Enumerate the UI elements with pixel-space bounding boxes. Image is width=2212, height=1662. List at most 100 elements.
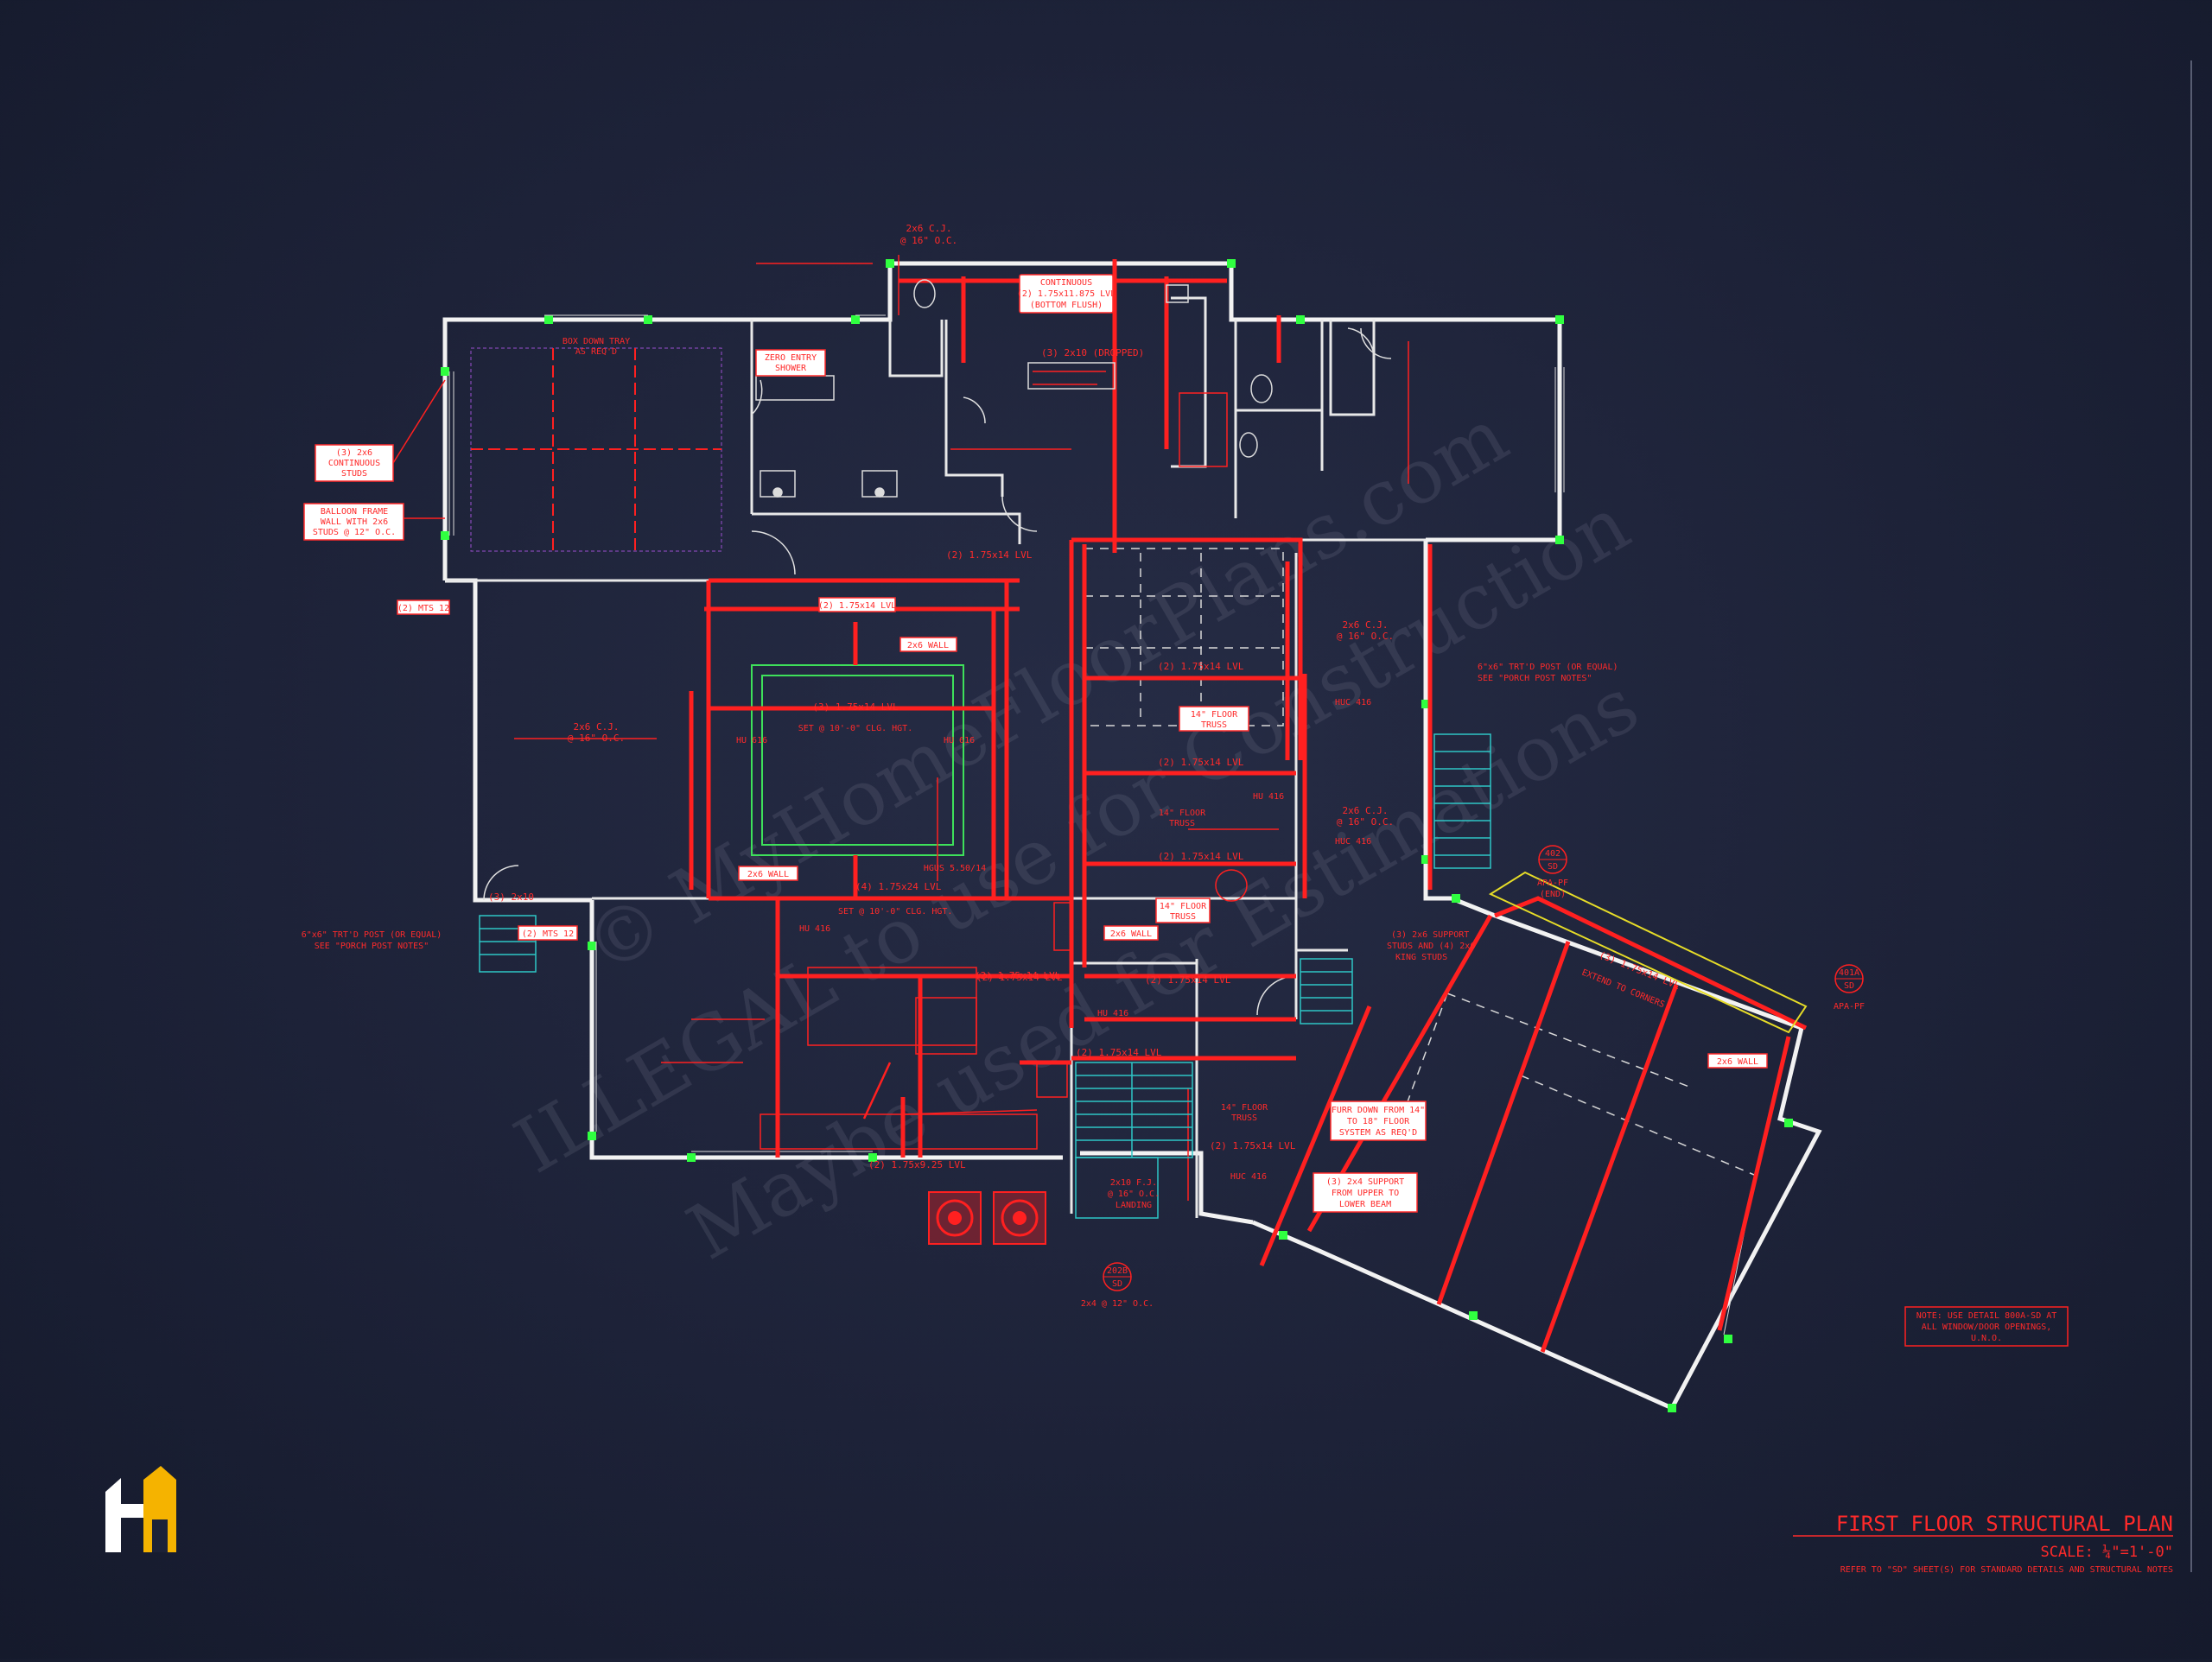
box-tray-label-1: BOX DOWN TRAY xyxy=(563,337,630,346)
bottom-lvl: (2) 1.75x9.25 LVL xyxy=(868,1159,966,1170)
zero-shower-1: ZERO ENTRY xyxy=(765,353,817,363)
hu416-a: HU 416 xyxy=(799,924,830,934)
house-logo-icon xyxy=(105,1466,176,1552)
fj-3: LANDING xyxy=(1116,1201,1152,1210)
huc416-b: HUC 416 xyxy=(1335,837,1371,847)
sheet-title: FIRST FLOOR STRUCTURAL PLAN xyxy=(1836,1512,2173,1536)
balloon-2: WALL WITH 2x6 xyxy=(321,517,388,527)
post-left-1: 6"x6" TRT'D POST (OR EQUAL) xyxy=(302,930,442,940)
cj-right: 2x6 C.J. xyxy=(1343,619,1389,631)
studs-2: CONTINUOUS xyxy=(328,459,380,468)
detail-401-sd: SD xyxy=(1844,981,1854,991)
continuous-3: (BOTTOM FLUSH) xyxy=(1030,301,1103,310)
support-3: KING STUDS xyxy=(1395,953,1447,962)
x2x10-left: (3) 2x10 xyxy=(488,891,534,903)
lvl-5: (2) 1.75x14 LVL xyxy=(1158,757,1244,768)
fj-2: @ 16" O.C. xyxy=(1108,1189,1160,1199)
fj-1: 2x10 F.J. xyxy=(1110,1178,1157,1188)
note-line-1: NOTE: USE DETAIL 800A-SD AT xyxy=(1916,1311,2057,1321)
apa-1: APA-PF xyxy=(1537,879,1568,888)
continuous-1: CONTINUOUS xyxy=(1040,278,1092,288)
fixtures xyxy=(755,279,1273,498)
lvl-7: (2) 1.75x14 LVL xyxy=(1145,974,1231,986)
balloon-3: STUDS @ 12" O.C. xyxy=(313,528,396,537)
title-block: FIRST FLOOR STRUCTURAL PLAN SCALE: ¼"=1'… xyxy=(1793,1512,2173,1575)
lvl-3ply: (3) 1.75x14 LVL xyxy=(812,701,899,713)
lvl-6: (2) 1.75x14 LVL xyxy=(1158,851,1244,862)
huc416-c: HUC 416 xyxy=(1230,1172,1267,1182)
stairs xyxy=(479,733,1491,1219)
sup2x4-1: (3) 2x4 SUPPORT xyxy=(1326,1177,1404,1187)
sheet-scale: SCALE: ¼"=1'-0" xyxy=(2040,1544,2173,1561)
zero-shower-2: SHOWER xyxy=(775,364,807,373)
watermark: © MyHomeFloorPlans.com ILLEGAL to use fo… xyxy=(500,390,1653,1277)
sup2x4-2: FROM UPPER TO xyxy=(1332,1189,1399,1198)
lvl-4: (2) 1.75x14 LVL xyxy=(1158,661,1244,672)
sup2x4-3: LOWER BEAM xyxy=(1339,1200,1391,1209)
truss-e: 14" FLOOR xyxy=(1160,902,1207,911)
support-1: (3) 2x6 SUPPORT xyxy=(1391,930,1469,940)
truss-d: TRUSS xyxy=(1169,819,1195,828)
continuous-2: (2) 1.75x11.875 LVL xyxy=(1017,289,1116,299)
cj-right2-oc: @ 16" O.C. xyxy=(1337,816,1394,828)
furr-2: TO 18" FLOOR xyxy=(1347,1117,1410,1126)
wall-2x6-d: 2x6 WALL xyxy=(1717,1057,1758,1067)
lvl-10: (2) 1.75x14 LVL xyxy=(975,970,1061,981)
truss-g: 14" FLOOR xyxy=(1221,1103,1268,1113)
truss-h: TRUSS xyxy=(1231,1113,1257,1123)
note-line-3: U.N.O. xyxy=(1971,1334,2002,1343)
mts12-b: (2) MTS 12 xyxy=(522,929,574,939)
furr-3: SYSTEM AS REQ'D xyxy=(1339,1128,1417,1138)
fireplace-units xyxy=(928,1191,1046,1245)
truss-c: 14" FLOOR xyxy=(1159,809,1206,818)
truss-a: 14" FLOOR xyxy=(1191,710,1238,720)
support-2: STUDS AND (4) 2x6 xyxy=(1387,942,1475,951)
truss-b: TRUSS xyxy=(1201,720,1227,730)
hu416-b: HU 416 xyxy=(1253,792,1284,802)
lvl-1: (2) 1.75x14 LVL xyxy=(946,549,1033,561)
sheet-refer: REFER TO "SD" SHEET(S) FOR STANDARD DETA… xyxy=(1840,1565,2173,1575)
hu416-c: HU 416 xyxy=(1097,1009,1128,1018)
cj-mid: 2x6 C.J. xyxy=(574,721,620,733)
box-tray: BOX DOWN TRAY AS REQ'D xyxy=(470,337,722,552)
structural-beams xyxy=(689,259,1808,1353)
callout-labels: 2x6 C.J. @ 16" O.C. CONTINUOUS (2) 1.75x… xyxy=(302,223,1865,1309)
post-left-2: SEE "PORCH POST NOTES" xyxy=(315,942,429,951)
detail-202: 202B xyxy=(1107,1266,1128,1276)
post-right-2: SEE "PORCH POST NOTES" xyxy=(1478,674,1592,683)
cj-right-oc: @ 16" O.C. xyxy=(1337,631,1394,642)
detail-401: 401A xyxy=(1839,968,1859,978)
cj-right2: 2x6 C.J. xyxy=(1343,805,1389,816)
opening-markers xyxy=(441,259,1793,1412)
detail-402: 402 xyxy=(1545,849,1560,859)
stud-202: 2x4 @ 12" O.C. xyxy=(1081,1299,1154,1309)
dropped-2x10-label: (3) 2x10 (DROPPED) xyxy=(1041,347,1144,358)
lvl-9: (2) 1.75x14 LVL xyxy=(1210,1140,1296,1151)
hgus: HGUS 5.50/14 xyxy=(924,864,986,873)
detail-402-sd: SD xyxy=(1548,862,1558,872)
dashed-truss-zones xyxy=(1084,548,1755,1176)
detail-202-sd: SD xyxy=(1112,1279,1122,1289)
set-10: SET @ 10'-0" CLG. HGT. xyxy=(798,724,912,733)
hu616-a: HU 616 xyxy=(736,736,767,745)
lvl-3: (2) 1.75x14 LVL xyxy=(976,972,1063,983)
balloon-1: BALLOON FRAME xyxy=(321,507,388,517)
box-tray-label-2: AS REQ'D xyxy=(575,347,617,357)
wall-2x6-b: 2x6 WALL xyxy=(747,870,789,879)
studs-3: STUDS xyxy=(341,469,367,479)
note-box: NOTE: USE DETAIL 800A-SD AT ALL WINDOW/D… xyxy=(1904,1306,2069,1347)
hu616-b: HU 616 xyxy=(944,736,975,745)
cj-top-label: 2x6 C.J. xyxy=(906,223,952,234)
lvl-2: (2) 1.75x14 LVL xyxy=(818,601,896,611)
red-details xyxy=(514,255,1409,1201)
truss-f: TRUSS xyxy=(1170,912,1196,922)
wall-2x6-c: 2x6 WALL xyxy=(1110,929,1152,939)
cj-mid-oc: @ 16" O.C. xyxy=(568,733,625,744)
cj-top-oc: @ 16" O.C. xyxy=(900,235,957,246)
porch-beam-outline xyxy=(1488,871,1808,1034)
furr-1: FURR DOWN FROM 14" xyxy=(1332,1106,1425,1115)
studs-1: (3) 2x6 xyxy=(336,448,372,458)
wall-2x6-a: 2x6 WALL xyxy=(907,641,949,650)
